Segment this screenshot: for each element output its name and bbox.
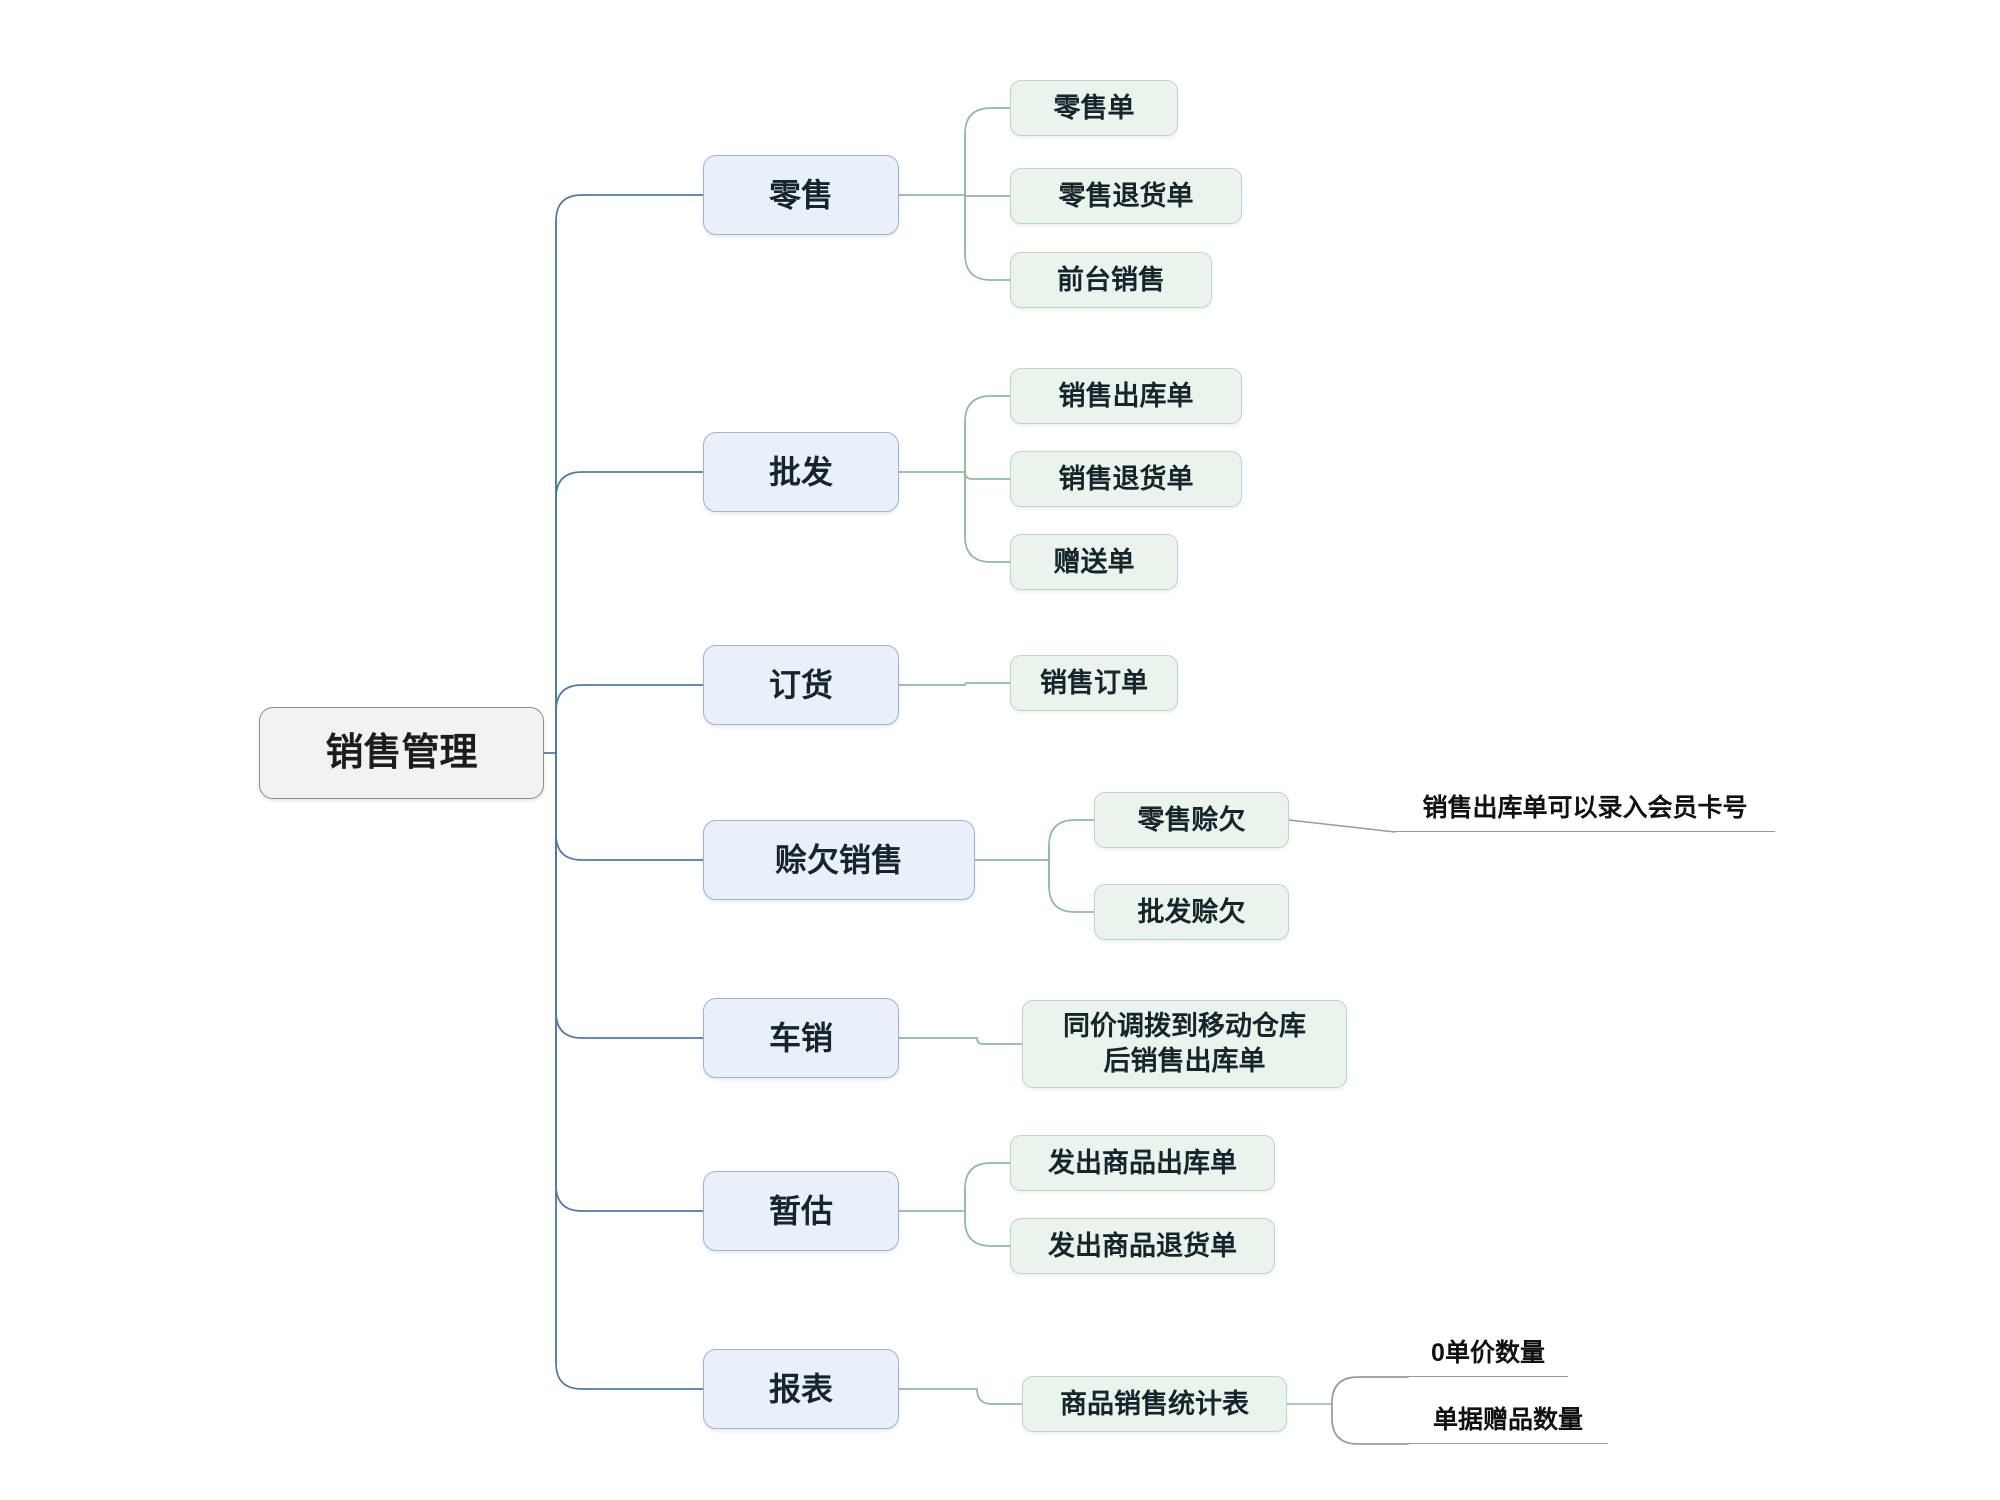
note-label: 单据赠品数量 <box>1432 1406 1583 1434</box>
leaf-node-label: 零售单 <box>1053 92 1135 123</box>
branch-node-label: 订货 <box>768 666 833 703</box>
leaf-node-label: 同价调拨到移动仓库 后销售出库单 <box>1063 1011 1306 1076</box>
leaf-node-label: 商品销售统计表 <box>1060 1388 1249 1419</box>
leaf-node-label: 赠送单 <box>1053 546 1135 577</box>
note-label: 销售出库单可以录入会员卡号 <box>1422 794 1748 822</box>
branch-node-reports[interactable]: 报表 <box>703 1349 899 1429</box>
note-member-card-entry: 销售出库单可以录入会员卡号 <box>1395 788 1775 832</box>
branch-node-ordering[interactable]: 订货 <box>703 645 899 725</box>
note-label: 0单价数量 <box>1431 1339 1545 1367</box>
leaf-node-transfer-then-outbound[interactable]: 同价调拨到移动仓库 后销售出库单 <box>1022 1000 1347 1088</box>
note-zero-price-quantity: 0单价数量 <box>1408 1333 1568 1377</box>
branch-node-label: 赊欠销售 <box>774 841 903 878</box>
branch-node-label: 报表 <box>768 1370 833 1407</box>
note-document-gift-quantity: 单据赠品数量 <box>1408 1400 1608 1444</box>
leaf-node-label: 零售赊欠 <box>1137 804 1246 835</box>
leaf-node-sales-outbound[interactable]: 销售出库单 <box>1010 368 1242 424</box>
leaf-node-label: 销售出库单 <box>1058 380 1194 411</box>
branch-node-label: 暂估 <box>768 1192 833 1229</box>
leaf-node-front-desk-sales[interactable]: 前台销售 <box>1010 252 1212 308</box>
leaf-node-retail-credit[interactable]: 零售赊欠 <box>1094 792 1289 848</box>
leaf-node-label: 前台销售 <box>1057 264 1165 295</box>
branch-node-credit-sales[interactable]: 赊欠销售 <box>703 820 975 900</box>
branch-node-wholesale[interactable]: 批发 <box>703 432 899 512</box>
leaf-node-sales-return[interactable]: 销售退货单 <box>1010 451 1242 507</box>
branch-node-retail[interactable]: 零售 <box>703 155 899 235</box>
leaf-node-label: 销售退货单 <box>1058 463 1194 494</box>
leaf-node-label: 零售退货单 <box>1058 180 1194 211</box>
leaf-node-retail-order[interactable]: 零售单 <box>1010 80 1178 136</box>
root-node-sales-management[interactable]: 销售管理 <box>259 707 544 799</box>
leaf-node-retail-return[interactable]: 零售退货单 <box>1010 168 1242 224</box>
leaf-node-issued-goods-outbound[interactable]: 发出商品出库单 <box>1010 1135 1275 1191</box>
leaf-node-label: 批发赊欠 <box>1137 896 1246 927</box>
branch-node-label: 零售 <box>768 176 833 213</box>
leaf-node-issued-goods-return[interactable]: 发出商品退货单 <box>1010 1218 1275 1274</box>
leaf-node-gift-order[interactable]: 赠送单 <box>1010 534 1178 590</box>
branch-node-label: 批发 <box>768 453 833 490</box>
branch-node-label: 车销 <box>768 1019 833 1056</box>
branch-node-provisional[interactable]: 暂估 <box>703 1171 899 1251</box>
branch-node-vehicle-sales[interactable]: 车销 <box>703 998 899 1078</box>
leaf-node-label: 发出商品退货单 <box>1048 1230 1237 1261</box>
leaf-node-sales-order[interactable]: 销售订单 <box>1010 655 1178 711</box>
leaf-node-label: 销售订单 <box>1040 667 1148 698</box>
leaf-node-label: 发出商品出库单 <box>1048 1147 1237 1178</box>
root-node-label: 销售管理 <box>325 731 478 774</box>
leaf-node-product-sales-report[interactable]: 商品销售统计表 <box>1022 1376 1287 1432</box>
leaf-node-wholesale-credit[interactable]: 批发赊欠 <box>1094 884 1289 940</box>
